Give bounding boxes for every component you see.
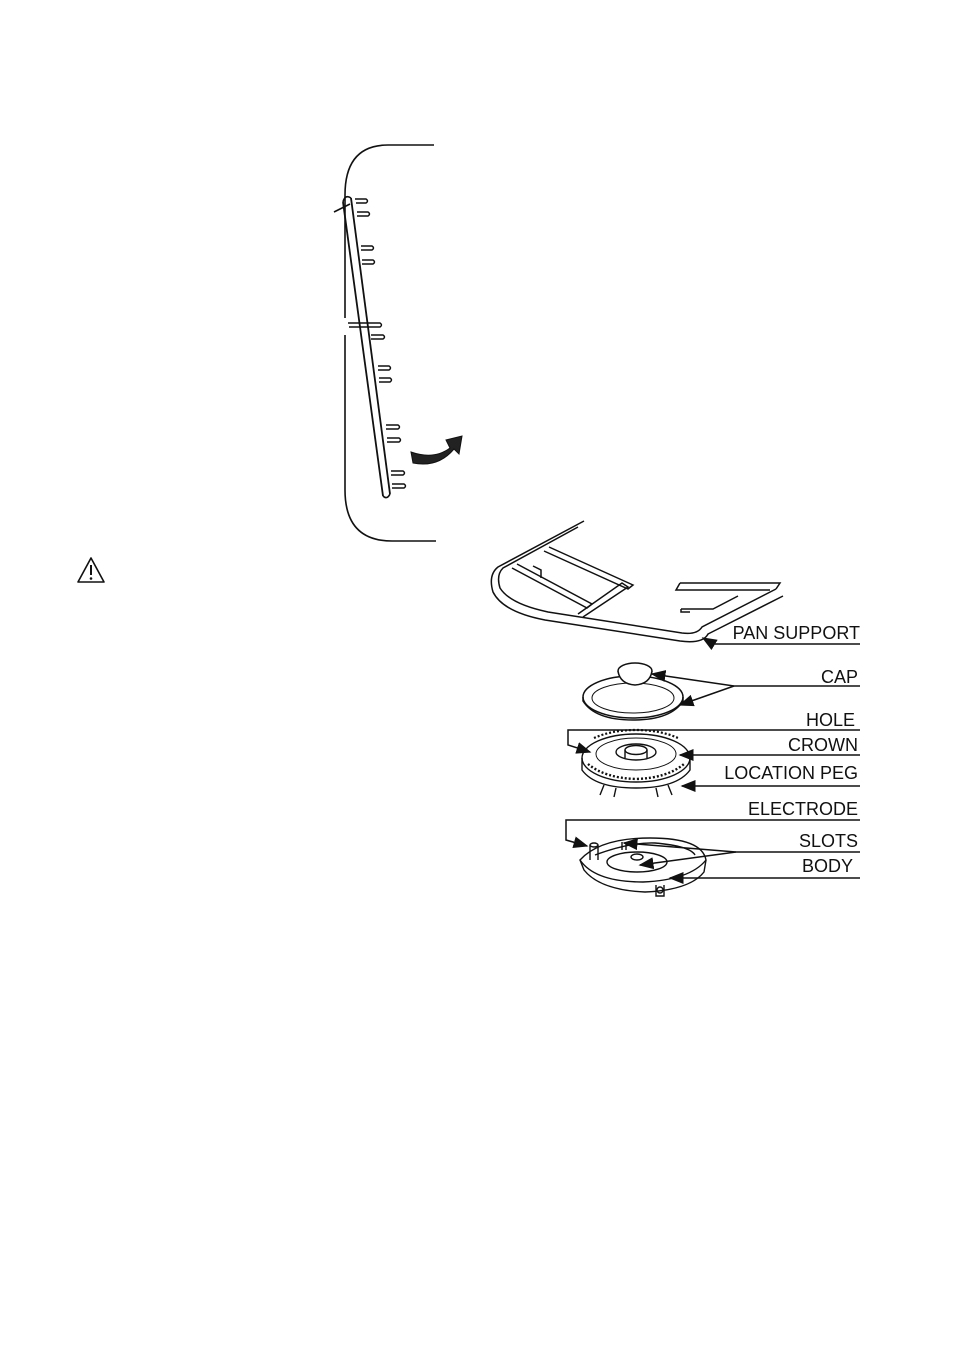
warning-triangle-icon: [78, 558, 104, 582]
label-crown: CROWN: [788, 735, 858, 755]
label-slots: SLOTS: [799, 831, 858, 851]
label-body: BODY: [802, 856, 853, 876]
label-electrode: ELECTRODE: [748, 799, 858, 819]
body-drawing: [580, 838, 706, 896]
crown-drawing: [582, 730, 690, 797]
pan-support-side-view: [334, 145, 436, 541]
label-pan-support: PAN SUPPORT: [733, 623, 860, 643]
cap-drawing: [583, 663, 683, 720]
label-location-peg: LOCATION PEG: [724, 763, 858, 783]
curved-arrow-icon: [411, 436, 462, 464]
label-hole: HOLE: [806, 710, 855, 730]
label-cap: CAP: [821, 667, 858, 687]
